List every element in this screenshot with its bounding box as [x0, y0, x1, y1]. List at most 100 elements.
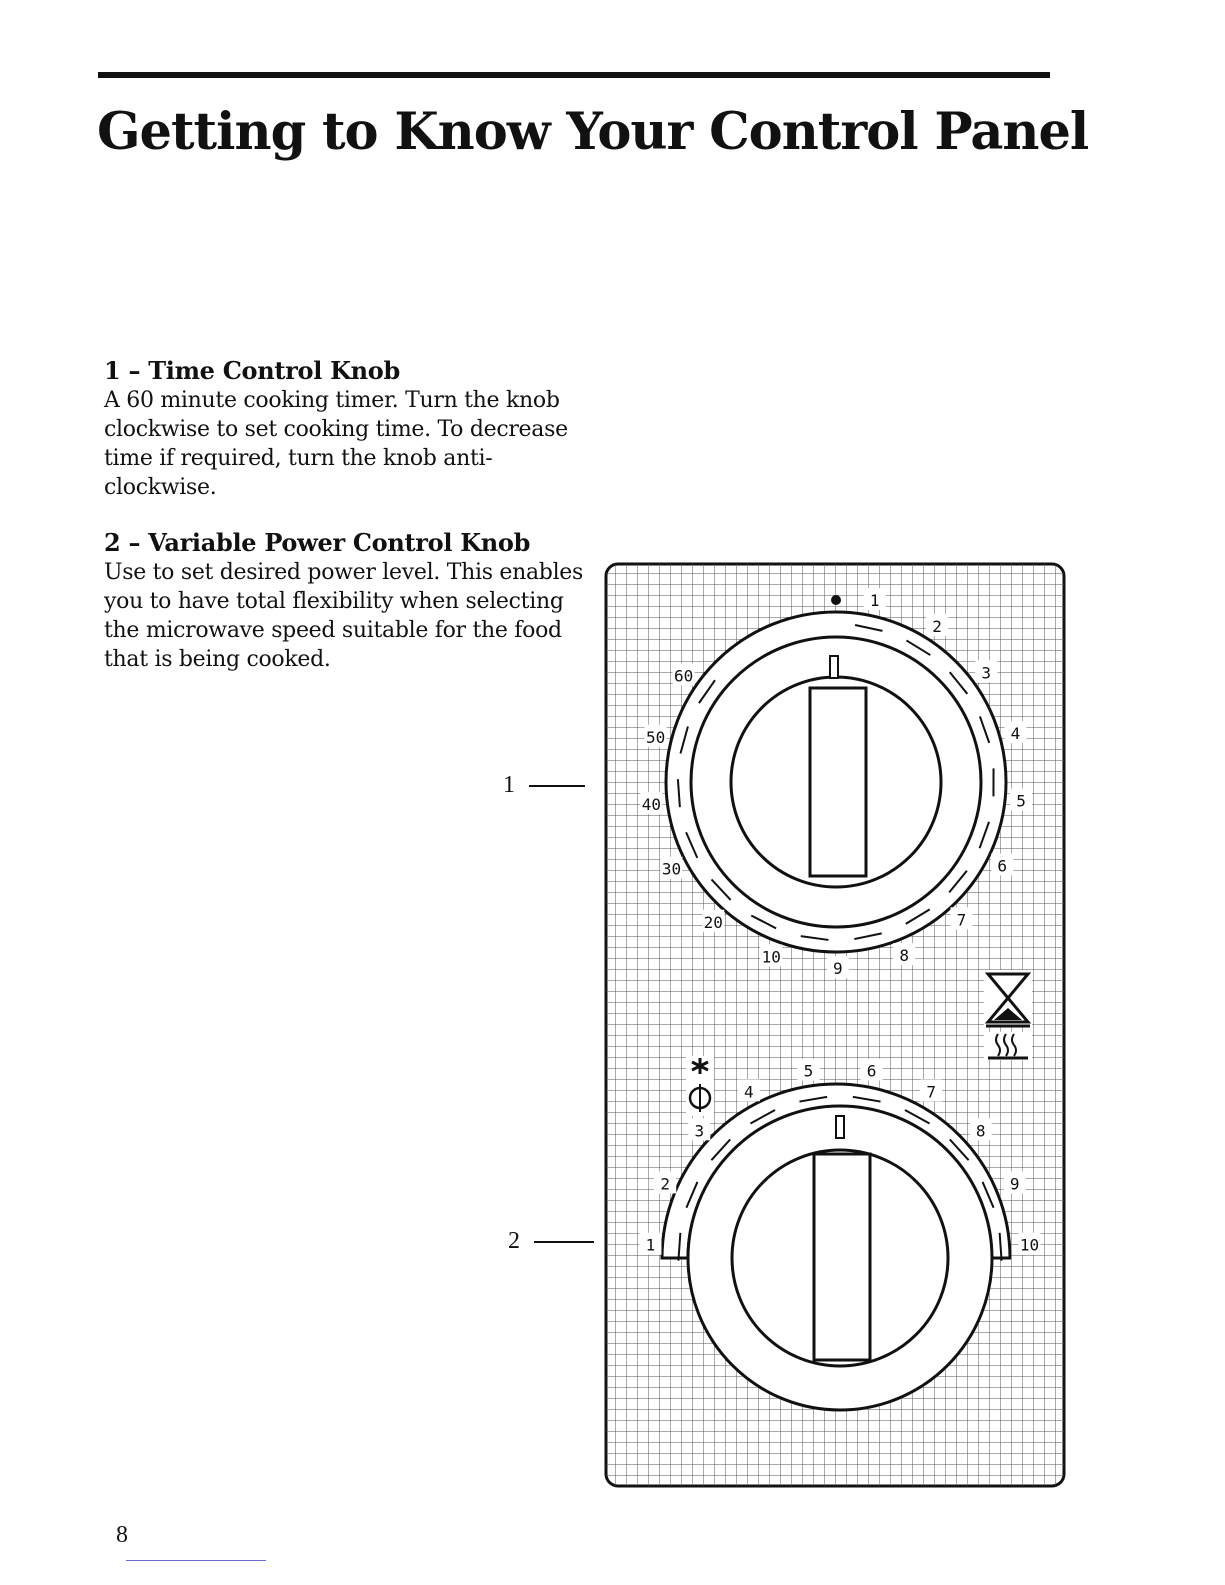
timer-scale-dash — [978, 716, 991, 744]
time-control-description: A 60 minute cooking timer. Turn the knob… — [104, 388, 568, 500]
callout-2-label: 2 — [508, 1228, 520, 1254]
power-scale-dash — [998, 1232, 1003, 1261]
timer-label-backdrop — [863, 588, 886, 611]
power-label: 2 — [660, 1174, 670, 1193]
timer-scale-dash — [698, 679, 716, 704]
power-scale-labels: 1 2 3 4 5 6 7 8 9 10 — [639, 1058, 1041, 1255]
power-label: 1 — [646, 1236, 656, 1255]
power-label-backdrop — [737, 1079, 760, 1102]
power-control-section: 2 – Variable Power Control Knob Use to s… — [104, 528, 584, 674]
power-label: 5 — [804, 1062, 814, 1081]
page-number: 8 — [116, 1522, 128, 1548]
timer-label-backdrop — [1004, 721, 1027, 744]
timer-label-backdrop — [950, 907, 973, 930]
bottom-rule — [126, 1560, 266, 1561]
timer-scale-dash — [854, 932, 882, 941]
timer-label-backdrop — [760, 944, 783, 967]
power-scale-dash — [981, 1181, 995, 1209]
timer-label: 3 — [981, 663, 991, 682]
timer-label: 20 — [704, 913, 723, 932]
timer-label: 60 — [674, 666, 693, 685]
callout-1-leader-line — [529, 784, 585, 787]
timer-label-backdrop — [672, 663, 695, 686]
power-scale-dash — [710, 1138, 731, 1161]
timer-scale-dash — [679, 726, 689, 754]
time-control-section: 1 – Time Control Knob A 60 minute cookin… — [104, 356, 584, 502]
callout-1: 1 — [503, 772, 585, 799]
timer-label: 7 — [957, 910, 967, 929]
timer-label: 2 — [932, 617, 942, 636]
power-label: 4 — [744, 1082, 754, 1101]
timer-scale-dash — [710, 878, 732, 901]
top-rule — [98, 72, 1050, 78]
timer-label-backdrop — [893, 943, 916, 966]
power-label-backdrop — [1003, 1171, 1026, 1194]
power-label: 8 — [976, 1121, 986, 1140]
power-label: 7 — [926, 1082, 936, 1101]
power-control-heading: 2 – Variable Power Control Knob — [104, 528, 531, 557]
callout-2-leader-line — [534, 1240, 594, 1243]
power-label: 10 — [1020, 1236, 1039, 1255]
timer-label: 10 — [762, 947, 781, 966]
power-label-backdrop — [688, 1118, 711, 1141]
timer-label-backdrop — [640, 792, 663, 815]
power-knob-pointer — [835, 1115, 845, 1139]
timer-scale-dash — [948, 671, 969, 695]
power-scale-dash — [852, 1095, 881, 1103]
power-scale-dash — [799, 1095, 828, 1103]
power-label: 9 — [1010, 1174, 1020, 1193]
timer-label: 40 — [642, 795, 661, 814]
power-label: 6 — [867, 1062, 877, 1081]
time-control-heading: 1 – Time Control Knob — [104, 356, 400, 385]
power-scale-dash — [685, 1181, 699, 1209]
timer-label: 1 — [870, 591, 880, 610]
timer-scale-dash — [800, 935, 829, 941]
hourglass-icon — [984, 970, 1032, 1028]
power-knob-grip[interactable] — [812, 1152, 872, 1362]
steam-heat-icon — [984, 1032, 1032, 1060]
timer-scale-marks — [676, 624, 995, 941]
timer-knob-pointer — [829, 655, 839, 679]
timer-scale-dash — [905, 639, 931, 656]
power-label-backdrop — [654, 1171, 677, 1194]
defrost-snowflake-icon — [686, 1056, 714, 1116]
power-label-backdrop — [639, 1232, 662, 1255]
page-title: Getting to Know Your Control Panel — [97, 102, 1089, 162]
control-panel-illustration: 60 50 40 30 20 10 9 8 7 6 5 4 3 2 1 — [604, 562, 1072, 1490]
power-scale-dash — [949, 1138, 970, 1161]
timer-label-backdrop — [702, 909, 725, 932]
power-label-backdrop — [860, 1058, 883, 1081]
power-scale-dash — [677, 1232, 682, 1261]
timer-label: 30 — [662, 860, 681, 879]
control-panel-svg: 60 50 40 30 20 10 9 8 7 6 5 4 3 2 1 — [604, 562, 1066, 1488]
power-label: 3 — [694, 1121, 704, 1140]
timer-label-backdrop — [991, 853, 1014, 876]
timer-index-dot — [831, 595, 841, 605]
power-label-backdrop — [969, 1118, 992, 1141]
timer-scale-dash — [676, 779, 681, 808]
timer-scale-dash — [905, 908, 931, 925]
timer-label: 50 — [646, 728, 665, 747]
timer-scale-dash — [750, 914, 777, 930]
timer-label: 4 — [1011, 724, 1021, 743]
timer-label-backdrop — [1010, 788, 1033, 811]
timer-scale-dash — [685, 831, 699, 859]
power-label-backdrop — [797, 1058, 820, 1081]
timer-label-backdrop — [826, 955, 849, 978]
callout-1-label: 1 — [503, 772, 515, 798]
callout-2: 2 — [508, 1228, 594, 1255]
power-dial: 1 2 3 4 5 6 7 8 9 10 — [639, 1058, 1041, 1412]
timer-scale-dash — [854, 624, 883, 632]
timer-scale-dash — [948, 870, 968, 894]
timer-label-backdrop — [660, 856, 683, 879]
timer-label-backdrop — [926, 613, 949, 636]
power-label-backdrop — [920, 1079, 943, 1102]
power-scale-dash — [750, 1109, 776, 1125]
timer-label: 6 — [997, 856, 1007, 875]
timer-knob-grip[interactable] — [808, 686, 868, 878]
power-scale-marks — [677, 1095, 1003, 1261]
timer-label: 5 — [1016, 792, 1026, 811]
timer-label: 9 — [833, 959, 843, 978]
power-scale-dash — [904, 1109, 930, 1125]
